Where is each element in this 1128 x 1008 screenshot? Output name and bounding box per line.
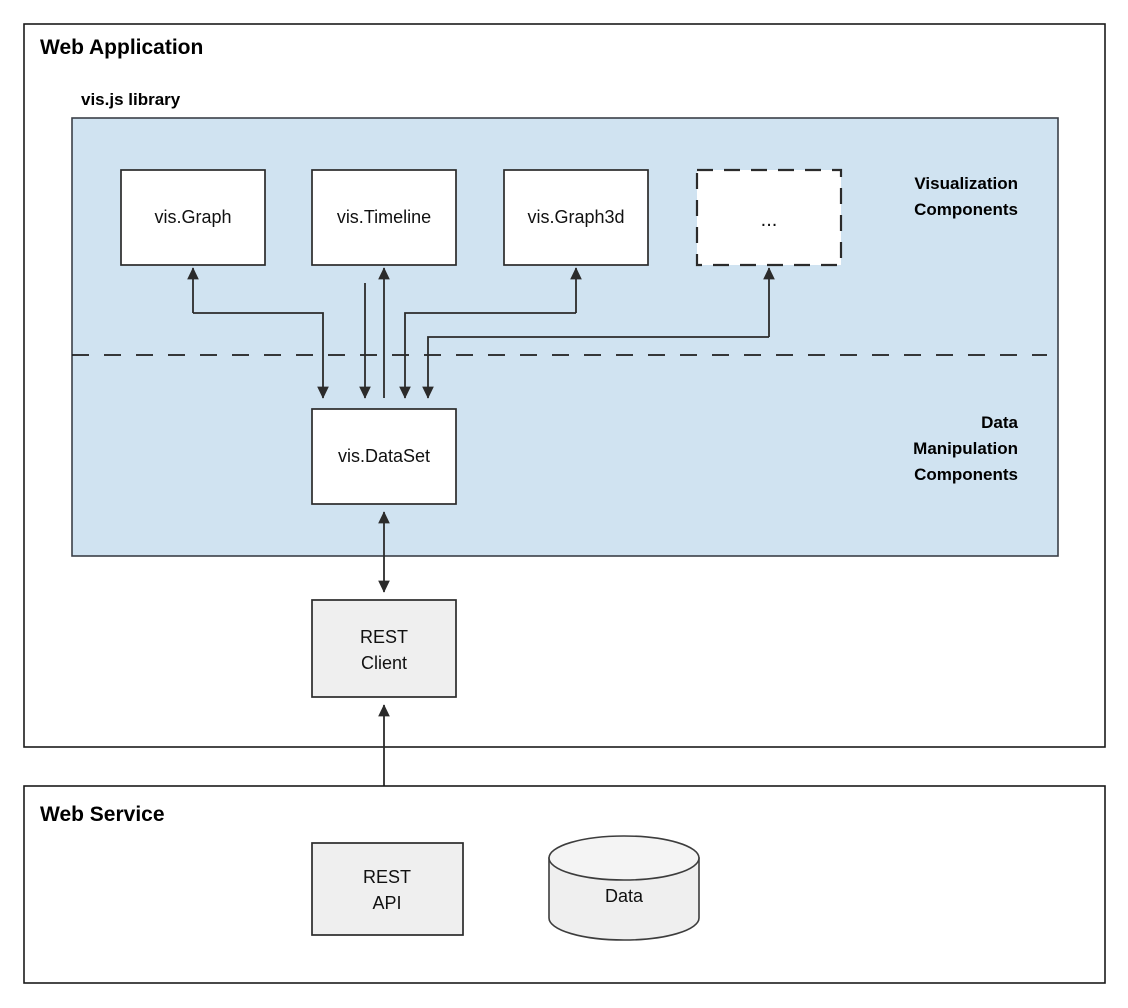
node-label-vis-graph3d: vis.Graph3d <box>527 207 624 227</box>
node-label-more-components: ... <box>761 209 778 231</box>
node-vis-timeline[interactable] <box>311 169 457 266</box>
zone-label-data-line2: Manipulation <box>913 439 1018 458</box>
data-store-body <box>548 857 700 941</box>
node-label-vis-graph: vis.Graph <box>154 207 231 227</box>
connector-more-to-dataset <box>422 336 769 399</box>
node-label-rest-client-line1: REST <box>360 627 408 647</box>
node-rest-client[interactable] <box>311 599 457 698</box>
zone-label-data-line1: Data <box>981 413 1018 432</box>
connector-visgraph3d-to-dataset <box>399 312 576 399</box>
zone-label-visualization-line2: Components <box>914 200 1018 219</box>
connector-visgraph-to-dataset <box>193 312 329 399</box>
node-vis-graph[interactable] <box>120 169 266 266</box>
node-label-rest-api-line2: API <box>372 893 401 913</box>
zone-label-visualization-line1: Visualization <box>914 174 1018 193</box>
node-data-store[interactable]: Data <box>548 835 700 941</box>
node-vis-dataset[interactable] <box>311 408 457 505</box>
node-label-rest-client-line2: Client <box>361 653 407 673</box>
group-title-visjs-library: vis.js library <box>81 90 181 109</box>
node-label-rest-api-line1: REST <box>363 867 411 887</box>
section-title-web-application: Web Application <box>40 36 203 59</box>
section-title-web-service: Web Service <box>40 803 165 826</box>
zone-label-data-line3: Components <box>914 465 1018 484</box>
data-store-top <box>548 835 700 881</box>
node-vis-graph3d[interactable] <box>503 169 649 266</box>
node-more-components[interactable] <box>695 168 843 267</box>
node-label-vis-timeline: vis.Timeline <box>337 207 431 227</box>
node-label-data-store: Data <box>605 886 644 906</box>
node-rest-api[interactable] <box>311 842 464 936</box>
node-label-vis-dataset: vis.DataSet <box>338 446 430 466</box>
